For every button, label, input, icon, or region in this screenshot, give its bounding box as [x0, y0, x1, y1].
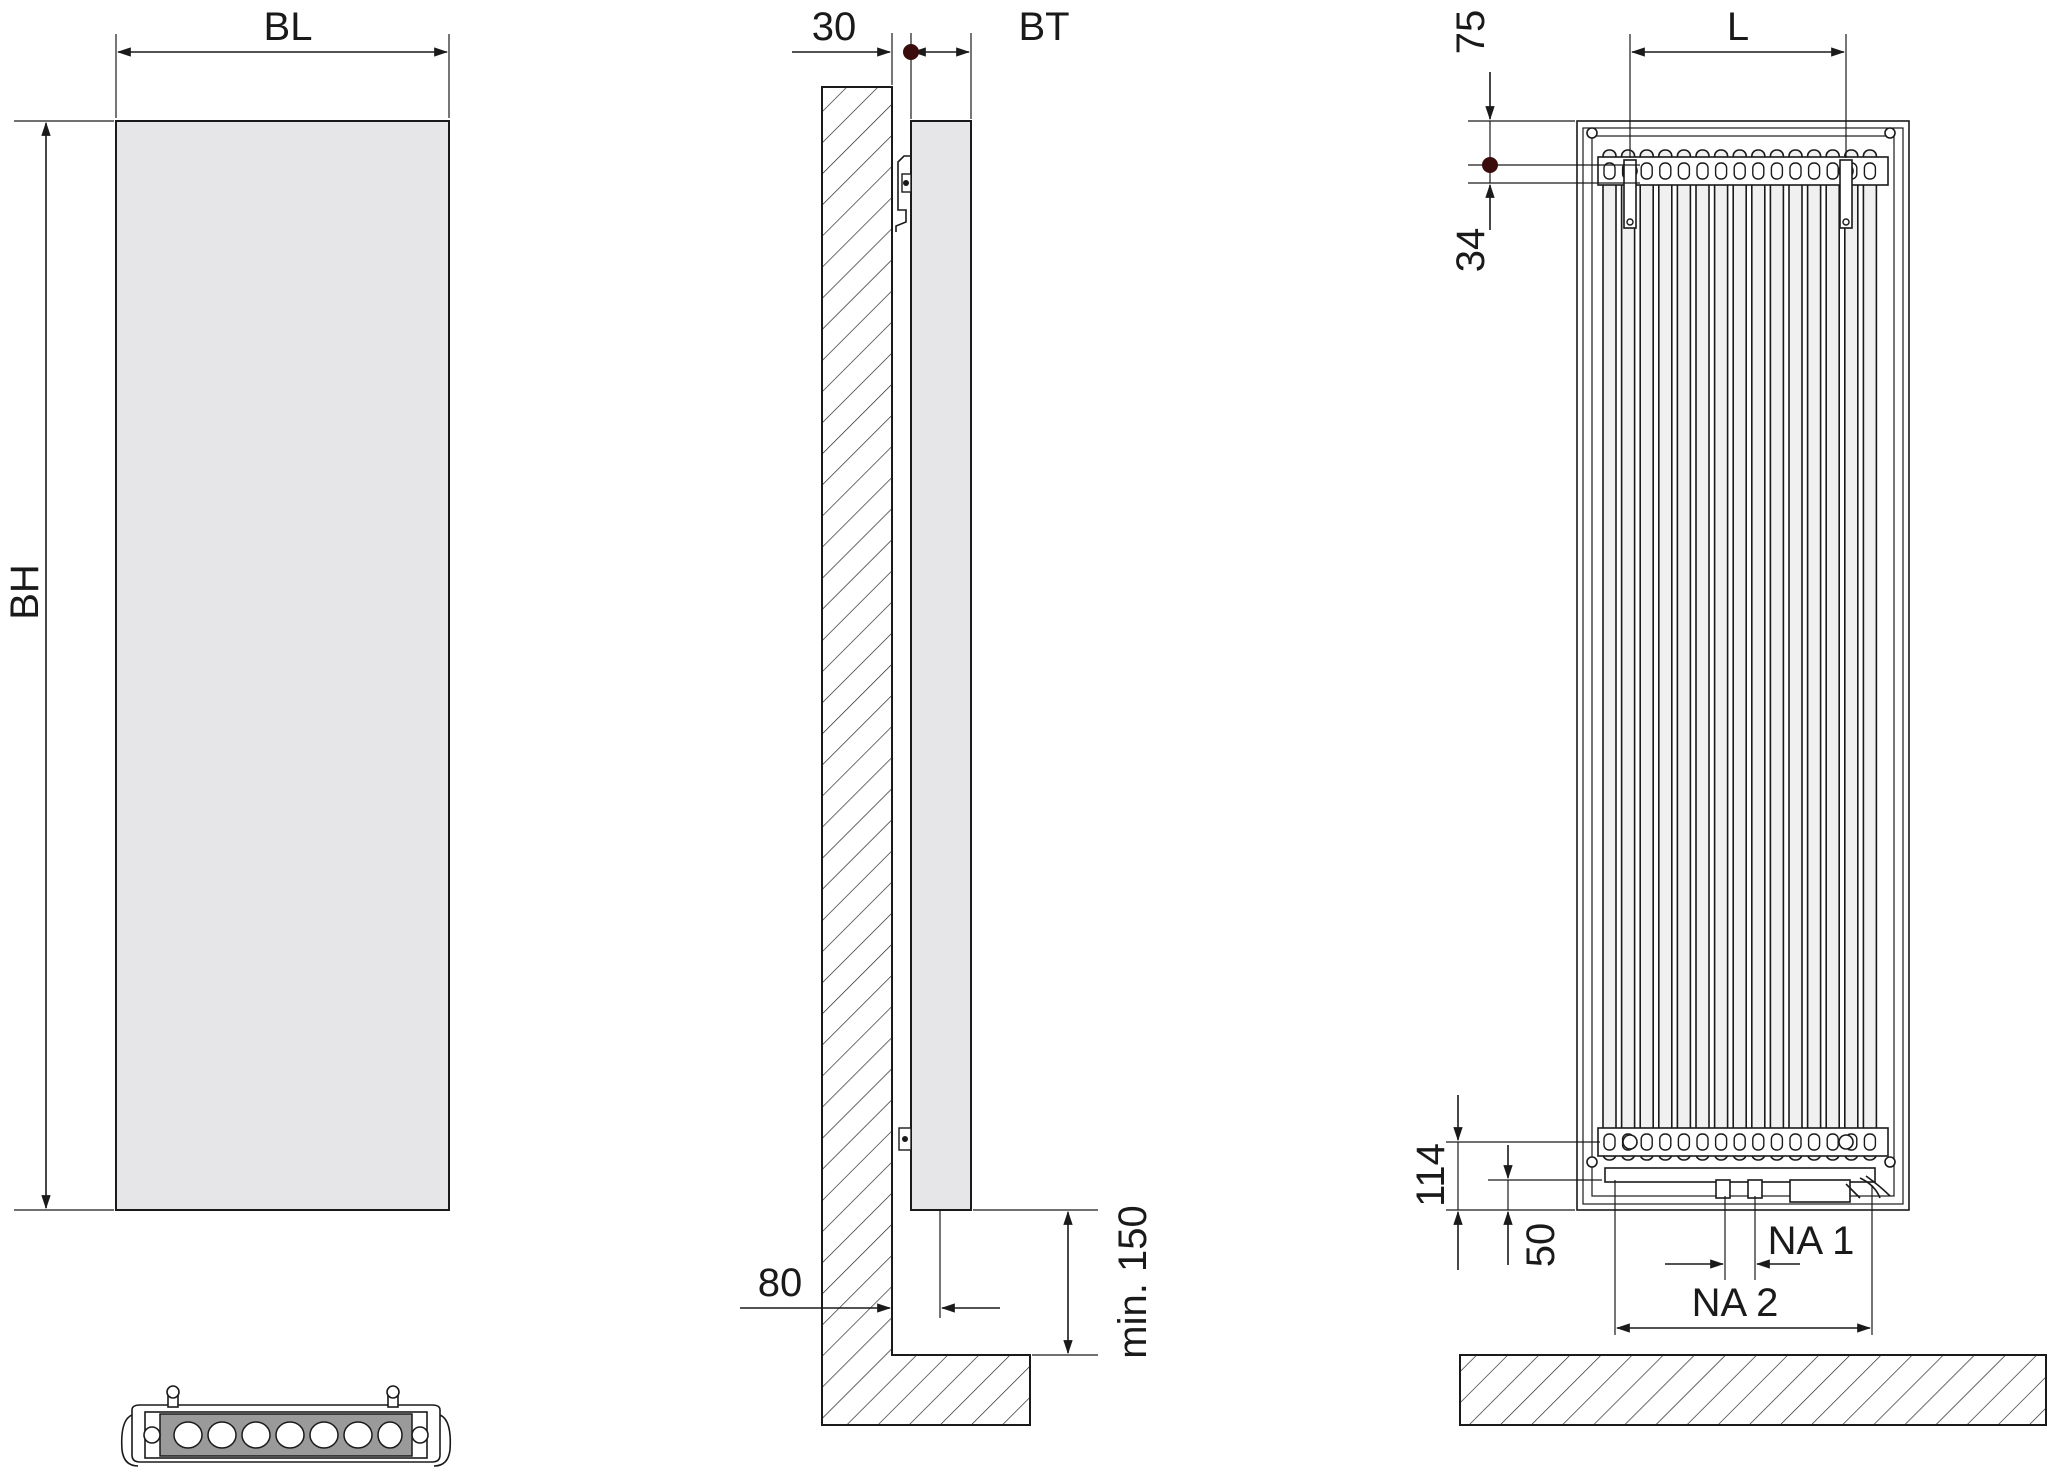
heating-tube — [1844, 149, 1859, 1161]
side-view: 30 BT 80 min. 150 — [740, 5, 1155, 1426]
min-clearance-label: min. 150 — [1111, 1205, 1155, 1358]
header-slot — [1770, 1133, 1784, 1151]
top-bracket-left — [1623, 159, 1637, 229]
wall-section — [821, 86, 1031, 1426]
depth-label: BT — [1018, 5, 1069, 49]
bottom-bracket-label: 114 — [1409, 1143, 1453, 1207]
header-slot — [1603, 1133, 1616, 1151]
heating-tube — [1788, 149, 1803, 1161]
wall-gap-label: 30 — [812, 5, 857, 49]
header-slot — [1733, 162, 1746, 180]
heating-tube — [1658, 149, 1673, 1161]
heating-tube — [1695, 149, 1710, 1161]
header-slot — [1863, 1133, 1877, 1151]
header-slot — [1752, 1133, 1765, 1151]
mount-bolt — [1622, 1134, 1638, 1150]
header-slot — [1733, 1133, 1746, 1151]
header-slot — [1807, 162, 1821, 180]
header-slot — [1603, 162, 1616, 180]
bracket-spacing-label: L — [1727, 5, 1749, 49]
bottom-header-details — [1603, 1133, 1877, 1151]
heating-tube — [1713, 149, 1729, 1161]
heating-tube — [1806, 149, 1822, 1161]
bottom-offset-label: 50 — [1519, 1223, 1563, 1268]
header-slot — [1640, 1133, 1653, 1151]
header-slot — [1752, 162, 1765, 180]
floor-offset-label: 80 — [758, 1261, 803, 1305]
back-reference-dot — [1482, 157, 1498, 173]
side-panel — [910, 120, 972, 1211]
heating-tube — [1825, 149, 1840, 1161]
header-slot — [1677, 1133, 1691, 1151]
header-slot — [1640, 162, 1653, 180]
header-slot — [1696, 1133, 1709, 1151]
header-slot — [1714, 162, 1728, 180]
header-slot — [1659, 162, 1672, 180]
tubes — [1602, 149, 1878, 1161]
header-slot — [1807, 1133, 1821, 1151]
top-offset-label: 75 — [1449, 10, 1493, 55]
top-bracket-right — [1839, 159, 1853, 229]
header-slot — [1826, 162, 1839, 180]
back-view: L 75 34 114 50 NA 1 NA 2 — [1409, 5, 2047, 1426]
heating-tube — [1676, 149, 1692, 1161]
bracket-offset-label: 34 — [1449, 228, 1493, 273]
header-slot — [1826, 1133, 1839, 1151]
bottom-plan-view — [120, 1385, 452, 1467]
bl-label: BL — [264, 5, 313, 49]
header-slot — [1677, 162, 1691, 180]
floor-section — [1459, 1354, 2047, 1426]
reference-dot — [903, 44, 919, 60]
bh-label: BH — [3, 564, 47, 620]
heating-tube — [1769, 149, 1785, 1161]
heating-tube — [1862, 149, 1878, 1161]
front-view: BL BH — [3, 5, 450, 1211]
connection-1-label: NA 1 — [1768, 1219, 1855, 1263]
top-header-details — [1603, 162, 1877, 180]
front-panel — [115, 120, 450, 1211]
heating-tube — [1620, 149, 1636, 1161]
header-slot — [1789, 1133, 1802, 1151]
connection-2-label: NA 2 — [1692, 1281, 1779, 1325]
header-slot — [1659, 1133, 1672, 1151]
header-slot — [1770, 162, 1784, 180]
heating-tube — [1602, 149, 1617, 1161]
header-slot — [1696, 162, 1709, 180]
header-slot — [1789, 162, 1802, 180]
heating-tube — [1732, 149, 1747, 1161]
heating-tube — [1639, 149, 1654, 1161]
header-slot — [1863, 162, 1877, 180]
heating-tube — [1751, 149, 1766, 1161]
header-slot — [1714, 1133, 1728, 1151]
mount-bolt — [1838, 1134, 1854, 1150]
